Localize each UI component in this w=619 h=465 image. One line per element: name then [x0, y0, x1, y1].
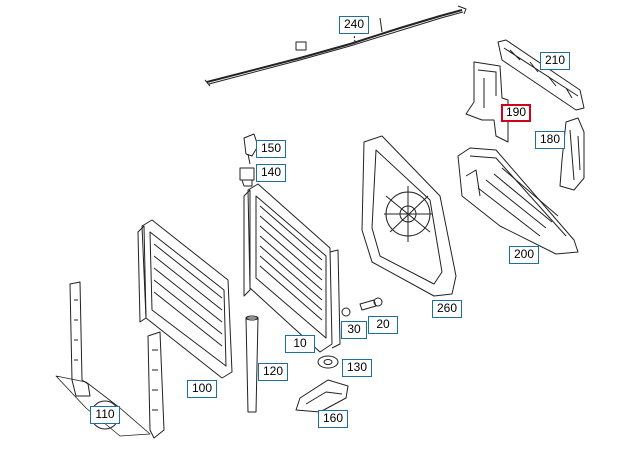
callout-210[interactable]: 210 [540, 52, 570, 70]
part-160-lower-guide [295, 379, 349, 413]
callout-100[interactable]: 100 [187, 380, 217, 398]
part-130-mount [317, 355, 339, 369]
callout-140[interactable]: 140 [256, 164, 286, 182]
part-240-hose [204, 5, 467, 87]
part-150-plug [243, 133, 259, 165]
callout-180[interactable]: 180 [535, 131, 565, 149]
part-10-radiator [243, 183, 341, 353]
part-140-cap [239, 167, 255, 187]
part-20-screw [359, 297, 383, 311]
callout-30[interactable]: 30 [341, 321, 367, 339]
part-210-air-guide [497, 39, 585, 111]
callout-110[interactable]: 110 [90, 406, 120, 424]
part-190-bracket [465, 61, 509, 143]
callout-20[interactable]: 20 [368, 316, 398, 334]
callout-240[interactable]: 240 [339, 16, 369, 34]
callout-260[interactable]: 260 [432, 300, 462, 318]
callout-10[interactable]: 10 [285, 335, 315, 353]
callout-190[interactable]: 190 [501, 104, 531, 122]
part-30-washer [341, 307, 351, 317]
part-200-air-duct [457, 147, 579, 255]
callout-150[interactable]: 150 [256, 140, 286, 158]
part-260-fan-frame [361, 135, 457, 297]
callout-160[interactable]: 160 [318, 410, 348, 428]
part-100-condenser [137, 219, 233, 379]
callout-200[interactable]: 200 [509, 246, 539, 264]
callout-120[interactable]: 120 [258, 363, 288, 381]
part-120-pipe [245, 315, 259, 413]
part-180-bracket [559, 117, 585, 191]
callout-130[interactable]: 130 [342, 359, 372, 377]
